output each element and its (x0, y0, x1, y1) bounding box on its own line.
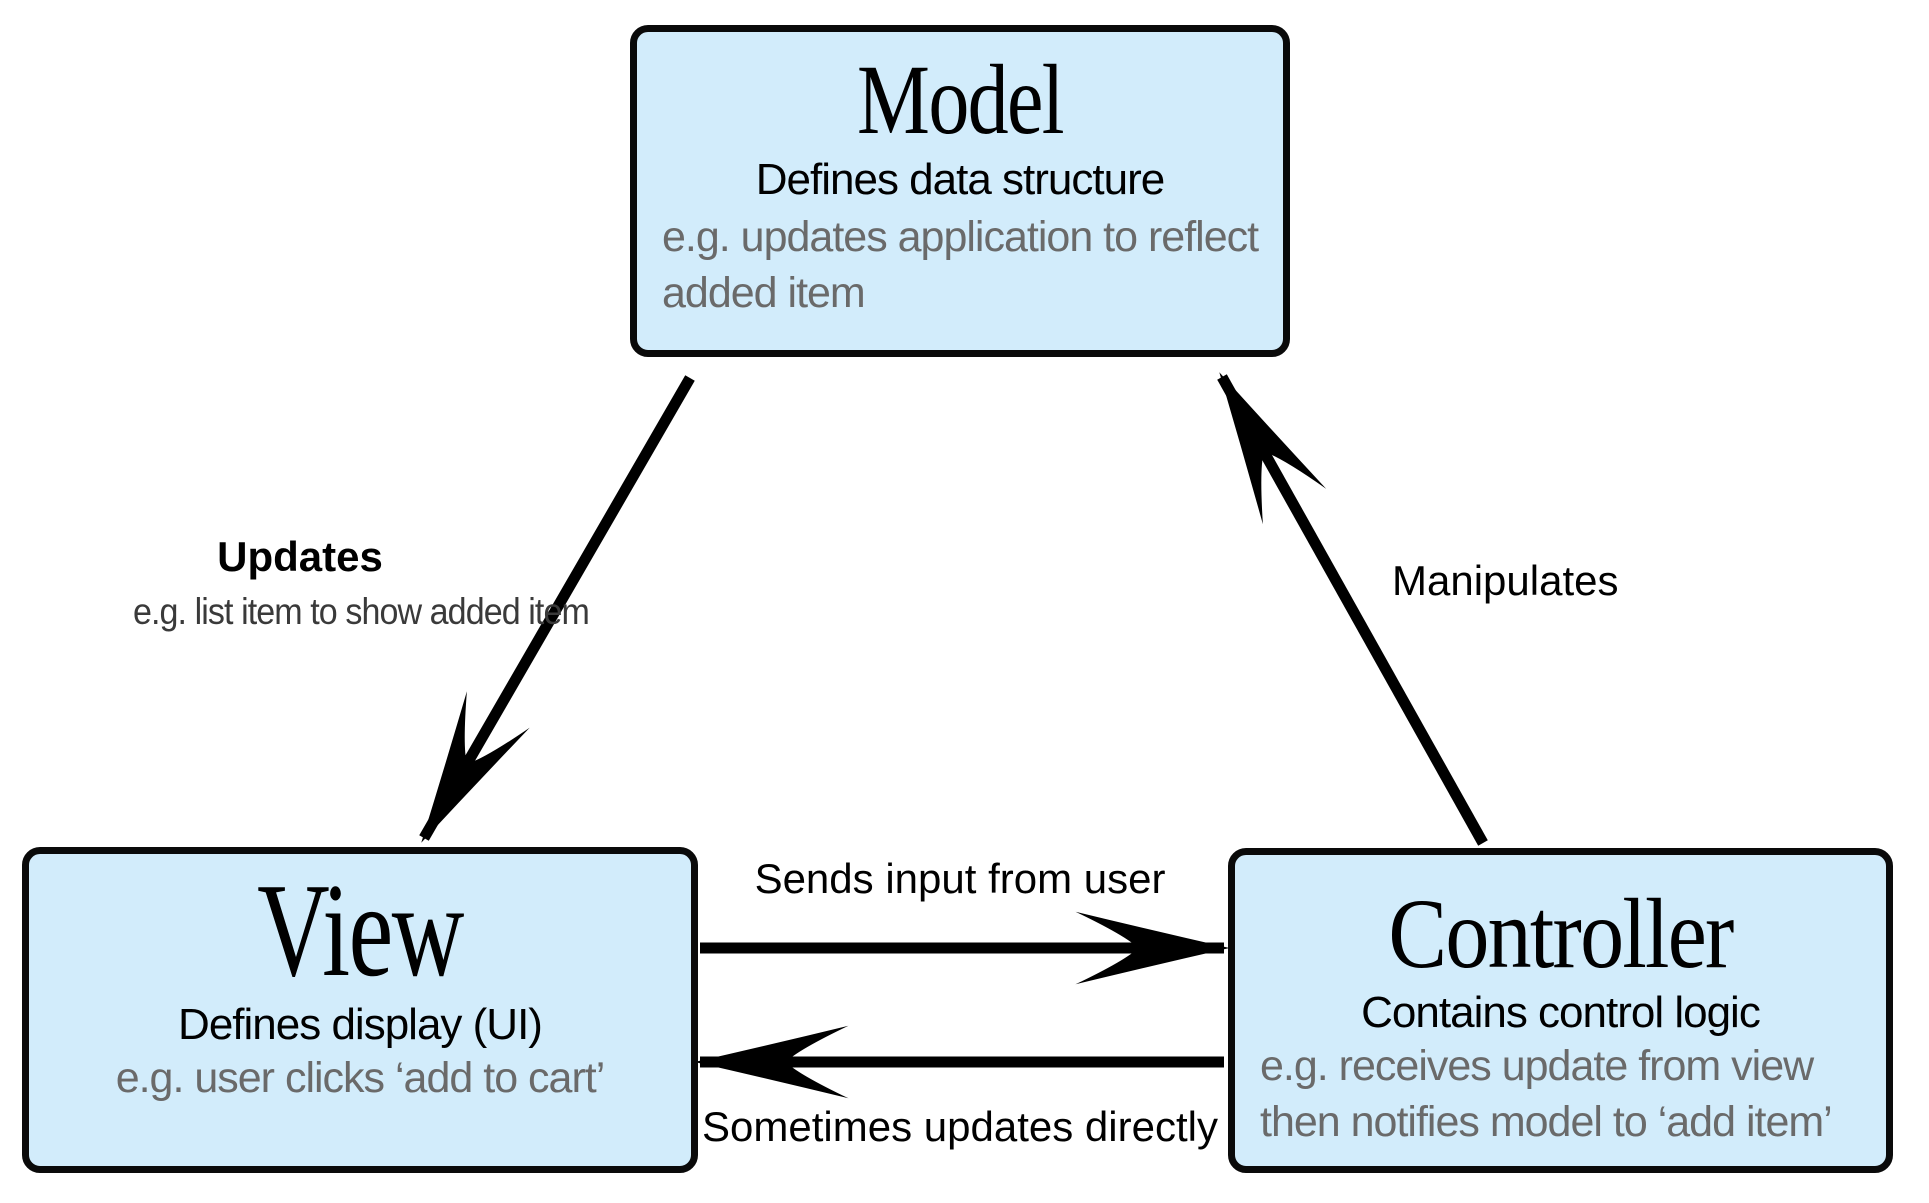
controller-example-line2: then notifies model to ‘add item’ (1260, 1098, 1833, 1147)
controller-subtitle: Contains control logic (1361, 988, 1761, 1037)
updates-edge-sublabel: e.g. list item to show added item (133, 591, 590, 632)
model-subtitle: Defines data structure (755, 155, 1165, 204)
sends-input-edge-label: Sends input from user (754, 855, 1166, 902)
view-subtitle: Defines display (UI) (178, 999, 543, 1049)
view-node: View Defines display (UI) e.g. user clic… (22, 847, 698, 1173)
view-example-line1: e.g. user clicks ‘add to cart’ (115, 1054, 606, 1103)
manipulates-edge-label: Manipulates (1392, 557, 1619, 604)
updates-edge-label: Updates (217, 533, 383, 580)
model-example-line1: e.g. updates application to reflect (662, 213, 1259, 262)
model-title: Model (857, 44, 1065, 155)
sometimes-updates-edge-label: Sometimes updates directly (702, 1103, 1218, 1150)
controller-node: Controller Contains control logic e.g. r… (1228, 848, 1893, 1173)
manipulates-arrow-controller-to-model (1217, 372, 1488, 846)
updates-arrow-model-to-view (419, 375, 695, 843)
controller-example-line1: e.g. receives update from view (1260, 1042, 1814, 1091)
model-example-line2: added item (662, 269, 866, 318)
model-node: Model Defines data structure e.g. update… (630, 25, 1290, 357)
controller-title: Controller (1388, 878, 1734, 989)
view-title: View (257, 856, 464, 1004)
